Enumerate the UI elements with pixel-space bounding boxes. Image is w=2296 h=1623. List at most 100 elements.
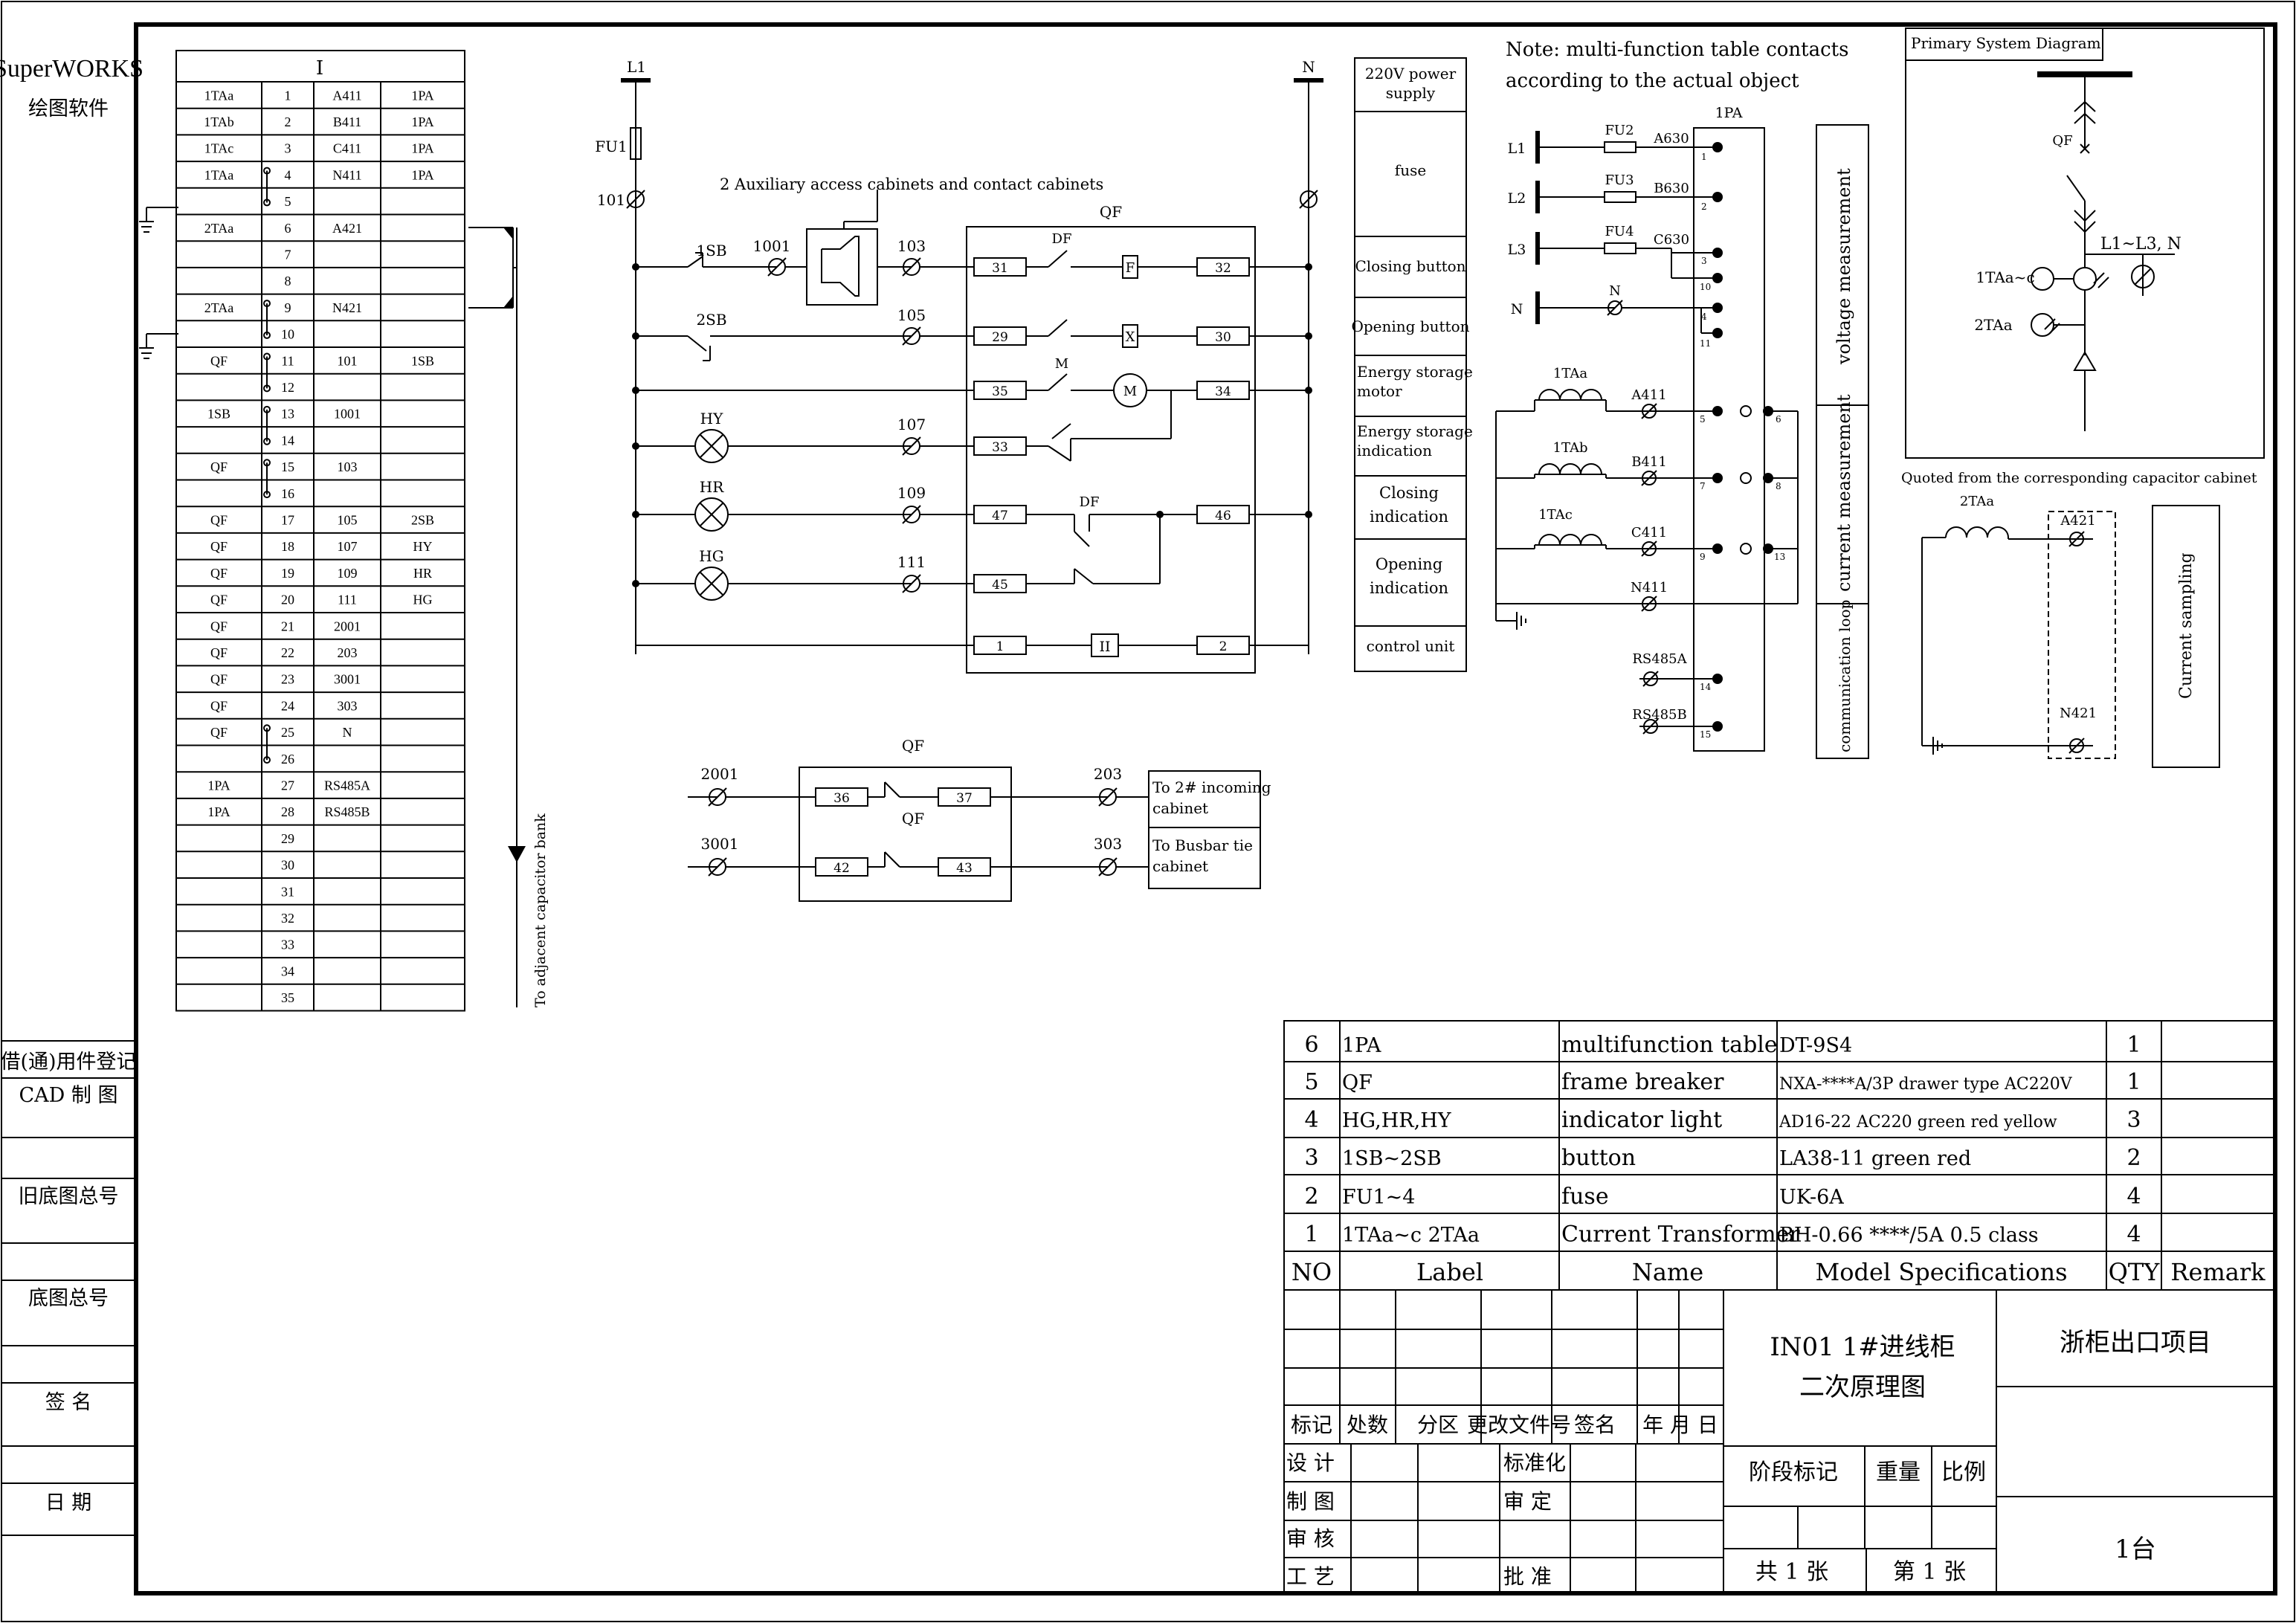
bom-cell: Current Transformer [1561, 1222, 1800, 1248]
terminal-source: QF [210, 725, 228, 740]
terminal-wire: 101 [338, 353, 358, 368]
sheet-index: 第 1 张 [1893, 1559, 1966, 1585]
meter-pin-10: 10 [1700, 282, 1711, 292]
ct-1taa [1538, 389, 1602, 401]
m-label: M [1055, 356, 1068, 372]
term-1-label: 1 [996, 639, 1004, 654]
terminal-number: 20 [281, 593, 294, 607]
fu2-label: FU2 [1605, 123, 1634, 138]
terminal-number: 13 [281, 407, 294, 422]
role-drafting: 制 图 [1286, 1489, 1335, 1514]
bom-cell: AD16-22 AC220 green red yellow [1779, 1113, 2057, 1132]
phase-l3-label: L3 [1508, 242, 1526, 258]
func-communication-loop: communication loop [1836, 600, 1854, 752]
fu3-fuse [1604, 191, 1636, 203]
term-33-label: 33 [992, 440, 1008, 455]
sb1-label: 1SB [696, 242, 726, 259]
terminal-number: 29 [281, 831, 294, 846]
terminal-source: QF [210, 539, 228, 554]
meter-pin-7: 7 [1700, 481, 1706, 491]
bom-cell: multifunction table [1561, 1032, 1778, 1058]
bom-cell: 1PA [1342, 1034, 1381, 1057]
primary-bus-label: L1~L3, N [2100, 235, 2181, 254]
terminal-wire: 107 [338, 539, 358, 554]
terminal-number: 33 [281, 938, 294, 952]
term-42-label: 42 [833, 861, 850, 876]
n-wire-label: N [1609, 283, 1621, 299]
term-30-label: 30 [1215, 330, 1231, 345]
terminal-source: QF [210, 645, 228, 660]
terminal-number: 14 [281, 433, 294, 448]
meter-1pa-box [1693, 127, 1765, 752]
inner-frame [134, 22, 2277, 1595]
meter-pin-8: 8 [1776, 481, 1781, 491]
bom-cell: HG,HR,HY [1342, 1109, 1452, 1132]
func-current-measurement: current measurement [1834, 394, 1854, 592]
role-review: 审 核 [1286, 1526, 1335, 1551]
bom-cell: 1 [1304, 1222, 1318, 1248]
terminal-dest: 1PA [411, 167, 433, 182]
terminal-source: 1TAc [204, 141, 234, 156]
terminal-number: 22 [281, 645, 294, 660]
terminal-source: QF [210, 619, 228, 633]
bom-cell: 1TAa~c 2TAa [1342, 1224, 1480, 1247]
terminal-wire: 303 [338, 698, 358, 713]
fu4-label: FU4 [1605, 224, 1634, 239]
bom-cell: button [1561, 1145, 1636, 1171]
phase-l2-label: L2 [1508, 190, 1526, 207]
bom-cell: 3 [1304, 1145, 1318, 1171]
bom-header-cell: QTY [2109, 1258, 2161, 1286]
terminal-wire: C411 [333, 141, 361, 156]
stage-mark: 阶段标记 [1749, 1459, 1838, 1485]
meter-pin-13: 13 [1774, 552, 1785, 562]
bom-cell: 4 [2126, 1184, 2141, 1210]
n1001-label: 1001 [753, 237, 791, 255]
bus-l1-label: L1 [627, 58, 646, 76]
terminal-number: 30 [281, 858, 294, 873]
terminal-source: QF [210, 566, 228, 581]
meter-pin-1: 1 [1701, 152, 1707, 162]
current-sampling-label: Current sampling [2177, 552, 2196, 699]
terminal-dest: 1PA [411, 141, 433, 156]
terminal-source: 1TAb [204, 114, 234, 129]
terminal-number: 31 [281, 884, 294, 899]
terminal-number: 32 [281, 911, 294, 926]
qf-breaker-box [966, 226, 1256, 674]
meter-pin-5: 5 [1700, 414, 1706, 425]
terminal-number: 24 [281, 698, 294, 713]
software-name: 绘图软件 [28, 97, 109, 120]
terminal-source: 1TAa [204, 88, 234, 103]
terminal-wire: 2001 [334, 619, 361, 633]
a411-label: A411 [1631, 387, 1666, 403]
ct-1tac-label: 1TAc [1538, 507, 1573, 523]
bom-cell: frame breaker [1561, 1069, 1724, 1095]
drawing-title: 二次原理图 [1799, 1372, 1926, 1402]
aux-contact-box [806, 228, 878, 306]
terminal-number: 12 [281, 380, 294, 395]
terminal-number: 18 [281, 539, 294, 554]
n105-label: 105 [897, 306, 926, 324]
f-coil-label: F [1126, 260, 1135, 276]
terminal-wire: 3001 [334, 672, 361, 687]
terminal-source: QF [210, 459, 228, 474]
term-36-label: 36 [833, 791, 850, 806]
primary-title: Primary System Diagram [1911, 34, 2101, 52]
rs485b-label: RS485B [1632, 707, 1686, 723]
meter-pin-6: 6 [1776, 414, 1781, 425]
terminal-number: 3 [285, 141, 291, 156]
df2-label: DF [1080, 494, 1100, 510]
role-process: 工 艺 [1286, 1564, 1335, 1589]
meter-wiring: Note: multi-function table contacts acco… [1495, 39, 1869, 759]
func-closing-button: Closing button [1355, 257, 1465, 275]
side-field-signature: 签 名 [45, 1391, 92, 1414]
bom-cell: 2 [2126, 1145, 2141, 1171]
bom-cell: 2 [1304, 1184, 1318, 1210]
terminal-dest: 1PA [411, 88, 433, 103]
primary-ct2-label: 2TAa [1974, 316, 2012, 334]
term-37-label: 37 [956, 791, 973, 806]
bom-cell: 1 [2126, 1032, 2141, 1058]
